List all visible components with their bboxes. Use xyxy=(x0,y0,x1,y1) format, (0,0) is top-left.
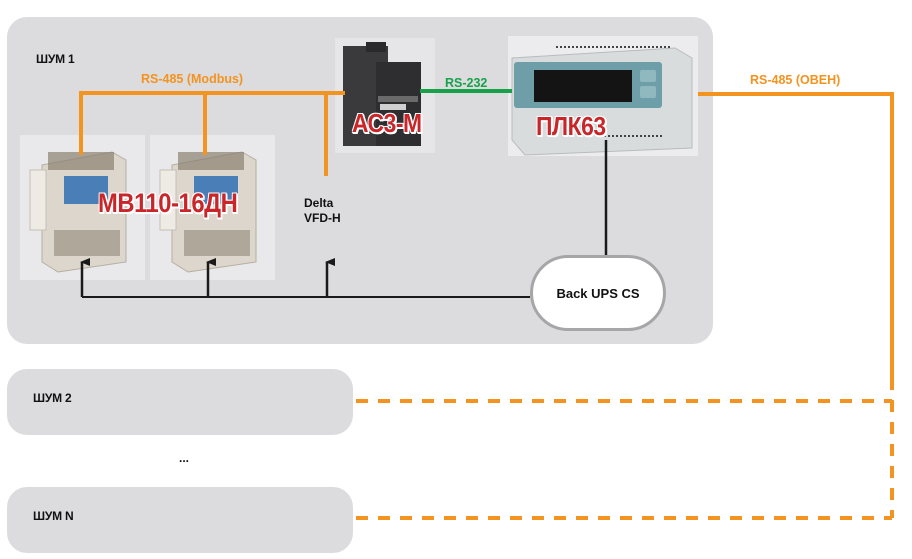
mv110-label: МВ110-16ДН xyxy=(98,188,238,218)
panel-shum-2 xyxy=(7,369,353,435)
vfd-label-line1: Delta xyxy=(304,196,334,210)
rs485-oven-bus xyxy=(356,92,894,520)
mv110-module-1-image xyxy=(20,135,145,280)
rs232-label: RS-232 xyxy=(445,76,488,90)
rs485-modbus-label: RS-485 (Modbus) xyxy=(141,72,244,86)
panel-shum-n xyxy=(7,487,353,553)
rs485-oven-label: RS-485 (ОВЕН) xyxy=(750,73,841,87)
panel-label-shum-1: ШУМ 1 xyxy=(36,52,75,66)
mv110-module-2-image xyxy=(150,135,275,280)
ellipsis: ... xyxy=(179,451,190,465)
ac3m-label: АС3-М xyxy=(352,108,422,138)
vfd-label: Delta VFD-H xyxy=(304,196,341,226)
ups-label: Back UPS CS xyxy=(556,285,640,301)
panel-label-shum-n: ШУМ N xyxy=(33,509,74,523)
plc63-controller-image xyxy=(508,36,698,156)
vfd-label-line2: VFD-H xyxy=(304,211,341,225)
ac3m-converter-image xyxy=(335,38,435,153)
ups-node: Back UPS CS xyxy=(530,255,666,331)
rs485-modbus-bus xyxy=(79,91,345,176)
plc63-label: ПЛК63 xyxy=(536,111,606,141)
panel-label-shum-2: ШУМ 2 xyxy=(33,391,72,405)
power-distribution xyxy=(80,140,608,298)
